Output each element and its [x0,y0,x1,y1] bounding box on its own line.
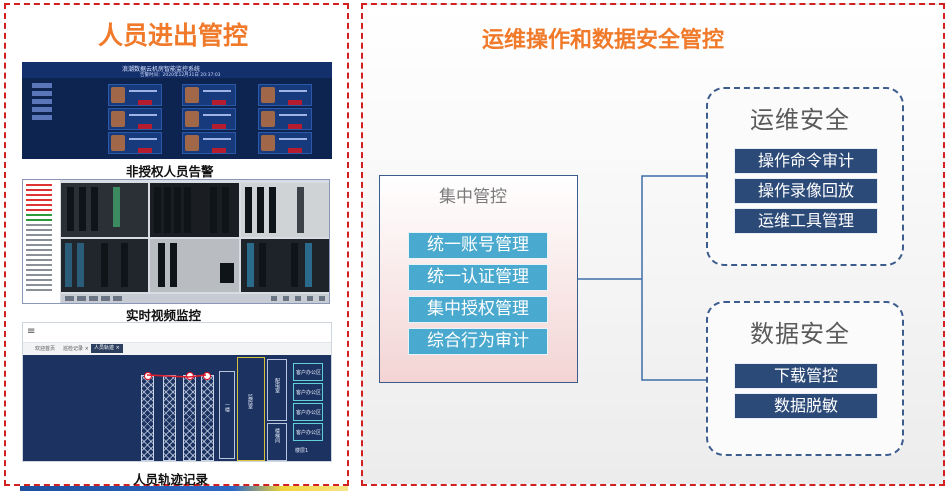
face-photo [261,135,275,151]
camera-list-item[interactable] [26,239,52,241]
left-panel-title: 人员进出管控 [98,21,249,50]
camera-list-item[interactable] [26,234,52,236]
alarm-caption: 非授权人员告警 [126,164,214,179]
data-masking-button[interactable]: 数据脱敏 [734,393,878,419]
alarm-header-title: 浪潮数据云机房智能监控系统 [122,66,201,73]
alarm-header-subtitle: 告警时间：2020年12月31日 20:37:03 [140,73,221,78]
unified-account-button[interactable]: 统一账号管理 [408,232,548,259]
tab-welcome[interactable]: 欢迎首页 [35,346,56,352]
customer-office: 客户办公区 [293,383,323,401]
camera-list-item[interactable] [26,214,52,216]
ops-security-group [706,87,904,266]
face-photo [261,87,275,103]
camera-list-item[interactable] [26,289,52,291]
video-caption: 实时视频监控 [126,308,202,323]
camera-list-item[interactable] [26,224,52,226]
face-photo [111,135,125,151]
camera-list-item[interactable] [26,194,52,196]
camera-list-item[interactable] [26,199,52,201]
command-audit-button[interactable]: 操作命令审计 [734,148,878,174]
camera-list-item[interactable] [26,264,52,266]
ops-security-title: 运维安全 [750,106,850,134]
alert-badge [138,100,152,105]
central-control-title: 集中管控 [439,187,507,207]
alert-badge [288,100,302,105]
video-tile [241,183,329,237]
camera-list-item[interactable] [26,279,52,281]
tab-inspection[interactable]: 巡检记录 × [63,346,89,352]
face-photo [261,111,275,127]
video-tile [150,183,239,237]
customer-office: 客户办公区 [293,363,323,381]
alert-badge [138,148,152,153]
tool-management-button[interactable]: 运维工具管理 [734,208,878,234]
track-map: 一楼 监控室 配电室 楼梯间 客户办公区 客户办公区 客户办公区 客户办公区 楼… [23,355,331,461]
video-tile [241,239,329,292]
video-replay-button[interactable]: 操作录像回放 [734,178,878,204]
alarm-screenshot: 浪潮数据云机房智能监控系统 告警时间：2020年12月31日 20:37:03 [22,62,332,159]
alert-badge [288,124,302,129]
alert-badge [212,124,226,129]
hamburger-menu-icon[interactable]: ≡ [27,326,36,337]
face-photo [185,111,199,127]
power-room: 配电室 [267,359,287,421]
camera-list-item[interactable] [26,184,52,186]
camera-list-item[interactable] [26,274,52,276]
camera-list-item[interactable] [26,229,52,231]
camera-list-item[interactable] [26,189,52,191]
alert-badge [212,148,226,153]
camera-list-item[interactable] [26,254,52,256]
alarm-card [108,132,162,154]
alert-badge [138,124,152,129]
stairwell: 楼梯间 [267,423,287,461]
customer-office: 客户办公区 [293,403,323,421]
alarm-sidebar [24,80,82,140]
video-control-bar [61,294,329,303]
behavior-audit-button[interactable]: 综合行为审计 [408,328,548,355]
camera-list-item[interactable] [26,259,52,261]
camera-list-item[interactable] [26,269,52,271]
camera-list-item[interactable] [26,284,52,286]
camera-list-item[interactable] [26,249,52,251]
camera-list-item[interactable] [26,244,52,246]
download-control-button[interactable]: 下载管控 [734,363,878,389]
video-tile [61,183,148,237]
video-screenshot [22,179,330,304]
face-photo [185,87,199,103]
alert-badge [212,100,226,105]
floor-label: 楼层1 [295,448,309,454]
alert-badge [288,148,302,153]
track-point [144,372,152,380]
alarm-header: 浪潮数据云机房智能监控系统 告警时间：2020年12月31日 20:37:03 [22,62,332,78]
face-photo [111,87,125,103]
face-photo [111,111,125,127]
unified-auth-button[interactable]: 统一认证管理 [408,264,548,291]
camera-list-item[interactable] [26,204,52,206]
face-photo [185,135,199,151]
tab-track[interactable]: 人员轨迹 × [91,344,123,353]
office-room: 监控室 [237,357,265,461]
track-screenshot: ≡ 欢迎首页 巡检记录 × 人员轨迹 × 一楼 监控室 配电室 楼梯间 客户办公… [22,322,332,462]
data-security-title: 数据安全 [750,320,850,348]
bottom-decor-strip [20,486,348,491]
customer-office: 客户办公区 [293,423,323,441]
central-authorization-button[interactable]: 集中授权管理 [408,296,548,323]
video-tile [150,239,239,292]
camera-list-item[interactable] [26,219,52,221]
camera-list [23,180,60,303]
video-tile [61,239,148,292]
track-caption: 人员轨迹记录 [133,472,209,487]
zone-a: 一楼 [219,371,235,459]
track-path [146,374,207,378]
camera-list-item[interactable] [26,209,52,211]
right-panel-title: 运维操作和数据安全管控 [482,28,725,53]
